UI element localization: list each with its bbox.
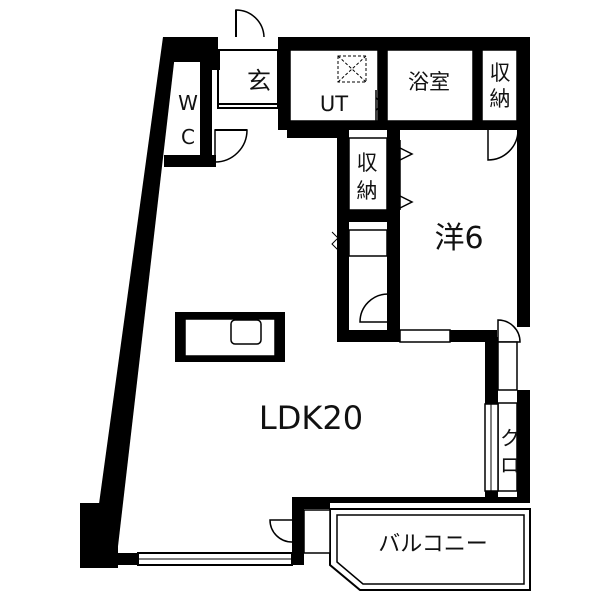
utility-label: UT: [320, 92, 348, 116]
balcony-door[interactable]: [269, 509, 331, 554]
utility-room-area: [289, 49, 379, 122]
bathroom-label: 浴室: [408, 70, 450, 94]
storage-top-area: [481, 49, 518, 122]
balcony-area: [329, 508, 531, 591]
storage-top-label-1: 収: [490, 61, 511, 85]
small-closet: [331, 229, 388, 257]
storage-mid-door[interactable]: [399, 140, 414, 210]
storage-top-label-2: 納: [490, 87, 511, 111]
bathroom-area: [386, 49, 474, 122]
ldk-label: LDK20: [259, 399, 363, 437]
utility-door[interactable]: [375, 90, 386, 121]
western-room-walls: [337, 329, 497, 343]
western-room-label: 洋6: [434, 221, 483, 256]
entrance-door[interactable]: [235, 9, 265, 38]
storage-top-door[interactable]: [487, 129, 519, 161]
wc-door[interactable]: [214, 129, 248, 163]
closet-label-2: ロ: [500, 453, 520, 477]
storage-mid-area: [348, 137, 388, 211]
bottom-window: [137, 552, 293, 566]
right-upper-storage: [497, 341, 518, 391]
entrance-label: 玄: [247, 67, 271, 95]
wet-area-walls: [278, 50, 517, 138]
wc-label-w: W: [178, 91, 198, 115]
western-room-door[interactable]: [359, 293, 389, 323]
storage-mid-label-1: 収: [357, 151, 378, 175]
balcony-label: バルコニー: [378, 532, 488, 557]
closet-label-1: ク: [500, 426, 520, 450]
kitchen-island: [175, 312, 285, 362]
wc-label-c: C: [181, 125, 195, 149]
closet-right-door[interactable]: [497, 319, 521, 343]
wc-walls: [164, 50, 220, 167]
closet-area: [484, 402, 518, 492]
storage-mid-walls: [337, 130, 400, 340]
storage-mid-label-2: 納: [357, 179, 378, 203]
